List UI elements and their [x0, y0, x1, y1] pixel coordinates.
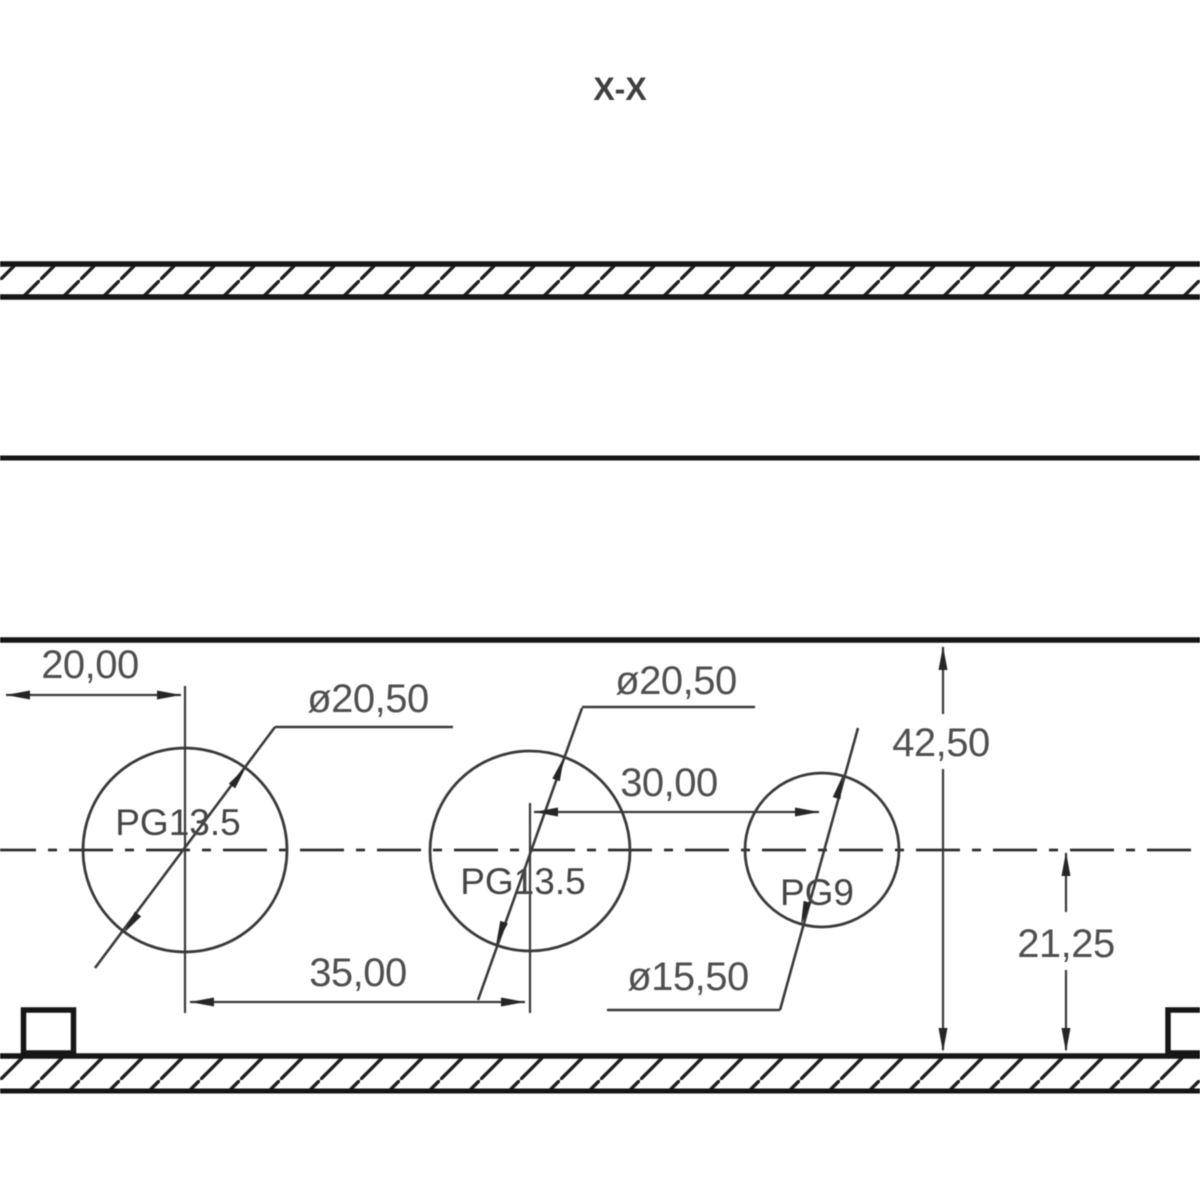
- diameter-leader-hole2: ø20,50: [476, 659, 755, 1001]
- hole3-thread-label: PG9: [780, 872, 854, 913]
- dimension-edge-to-hole1: 20,00: [6, 643, 181, 700]
- top-wall-hatching: [0, 266, 1200, 295]
- leader1-arrow-top: [228, 767, 246, 789]
- hole3-diameter-label: ø15,50: [627, 955, 749, 999]
- diameter-leader-hole3: ø15,50: [607, 727, 860, 1012]
- hole2-thread-label: PG13.5: [460, 861, 585, 902]
- hole-circle-3: [743, 771, 901, 929]
- dim-20-label: 20,00: [41, 643, 139, 687]
- dim-42-label: 42,50: [892, 721, 990, 765]
- top-wall-section: [0, 261, 1200, 300]
- dim-21-label: 21,25: [1017, 922, 1115, 966]
- dimension-center-to-bottom: 21,25: [1017, 852, 1115, 1052]
- dimension-hole2-to-hole3: 30,00: [534, 761, 819, 817]
- hole2-diameter-label: ø20,50: [615, 659, 737, 703]
- leader2-arrow-top: [552, 757, 564, 782]
- bottom-wall-hatching: [0, 1058, 1200, 1089]
- dimension-hole1-to-hole2: 35,00: [190, 951, 525, 1007]
- dim-30-label: 30,00: [620, 761, 718, 805]
- diameter-leader-hole1: ø20,50: [93, 677, 453, 969]
- hole1-thread-label: PG13.5: [115, 802, 240, 843]
- leader3-arrow-top: [832, 775, 843, 800]
- hole1-diameter-label: ø20,50: [307, 677, 429, 721]
- dimension-inner-height: 42,50: [892, 646, 990, 1052]
- leader3-arrow-bottom: [801, 900, 812, 925]
- bottom-boss-right: [1165, 1007, 1200, 1056]
- dim-35-label: 35,00: [309, 951, 407, 995]
- leader1-arrow-bottom: [124, 911, 142, 933]
- bottom-boss-left: [20, 1007, 77, 1056]
- bottom-wall-section: [0, 1007, 1200, 1094]
- section-title: X-X: [593, 71, 647, 107]
- leader2-arrow-bottom: [496, 920, 508, 945]
